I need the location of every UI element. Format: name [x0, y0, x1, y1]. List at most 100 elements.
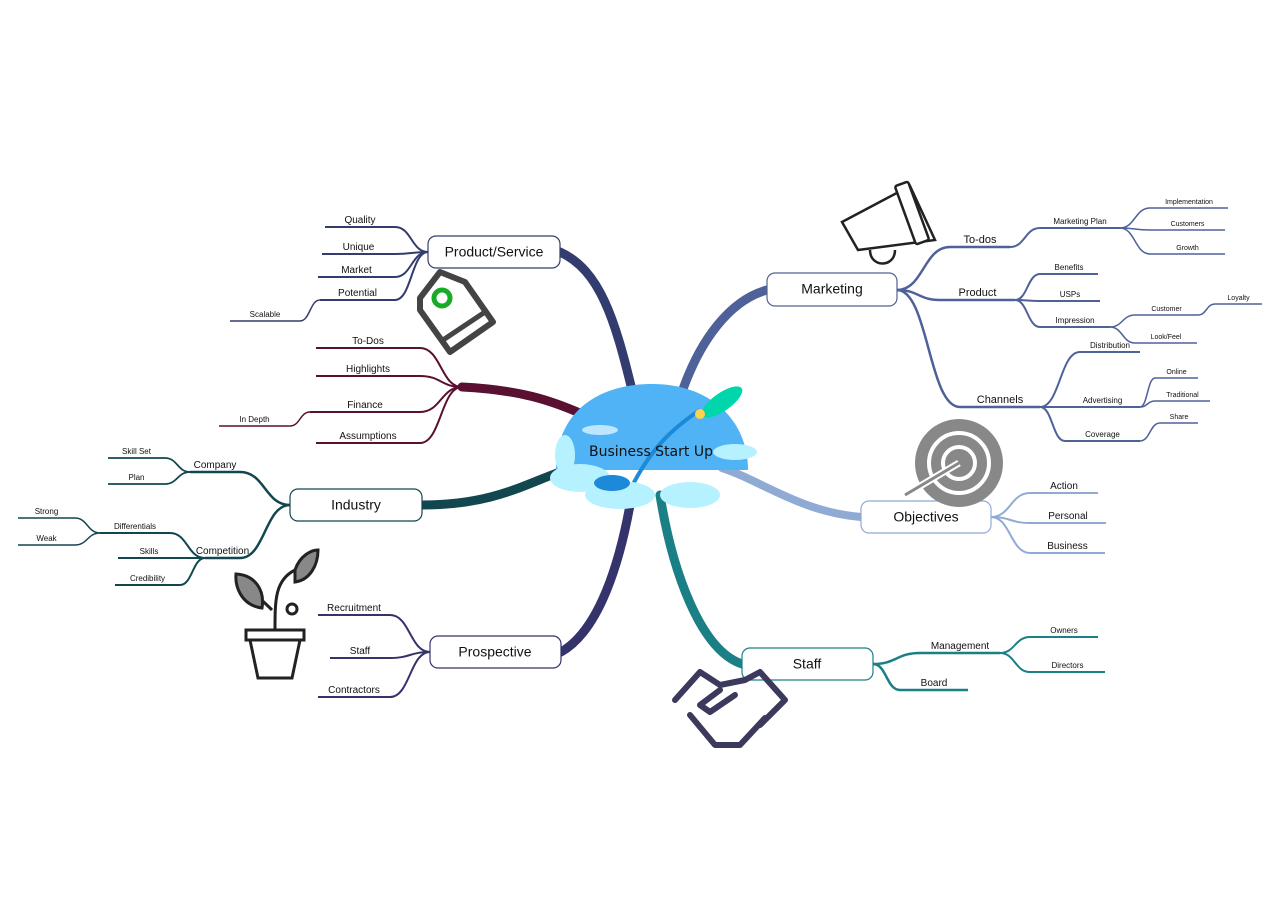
- topic-objectives[interactable]: Objectives: [860, 500, 992, 534]
- branch-line: [1039, 351, 1140, 408]
- subtopic-label[interactable]: Management: [931, 641, 990, 652]
- subtopic-label[interactable]: Scalable: [250, 310, 281, 319]
- subtopic-label[interactable]: Customer: [1151, 306, 1182, 313]
- branch-line: [1014, 273, 1098, 301]
- subtopic-label[interactable]: Finance: [347, 400, 383, 411]
- subtopic-label[interactable]: Loyalty: [1227, 295, 1250, 302]
- subtopic-label[interactable]: Distribution: [1090, 341, 1130, 350]
- subtopic-label[interactable]: Benefits: [1055, 263, 1084, 272]
- sky-dome: [556, 384, 748, 470]
- topic-label: Industry: [331, 497, 381, 513]
- subtopic-label[interactable]: Implementation: [1165, 199, 1213, 206]
- branch-line: [108, 457, 191, 473]
- subtopic-label[interactable]: Customers: [1171, 221, 1205, 228]
- subtopic-label[interactable]: Coverage: [1085, 430, 1120, 439]
- subtopic-label[interactable]: Skill Set: [122, 447, 152, 456]
- branch-prospective: [556, 500, 635, 657]
- subtopic-label[interactable]: Channels: [977, 394, 1024, 406]
- branch-line: [190, 470, 291, 507]
- subtopic-label[interactable]: Company: [194, 460, 237, 471]
- subtopic-label[interactable]: Product: [959, 287, 997, 299]
- branch-line: [18, 532, 101, 546]
- subtopic-label[interactable]: Advertising: [1083, 396, 1123, 405]
- handshake-icon: [672, 669, 788, 748]
- branch-line: [1009, 227, 1120, 248]
- subtopic-label[interactable]: Action: [1050, 481, 1078, 492]
- subtopic-label[interactable]: To-Dos: [352, 336, 384, 347]
- branch-line: [999, 636, 1098, 654]
- branch-line: [230, 299, 321, 322]
- subtopic-label[interactable]: Growth: [1176, 245, 1199, 252]
- branch-line: [320, 251, 429, 301]
- subtopic-label[interactable]: Credibility: [130, 574, 165, 583]
- subtopic-label[interactable]: Marketing Plan: [1053, 217, 1106, 226]
- subtopic-label[interactable]: Strong: [35, 507, 59, 516]
- subtopic-label[interactable]: Staff: [350, 646, 371, 657]
- branch-line: [872, 662, 968, 692]
- subtopic-label[interactable]: Potential: [338, 288, 377, 299]
- branch-line: [1119, 227, 1225, 255]
- branch-line: [1014, 299, 1100, 302]
- branch-line: [990, 516, 1105, 554]
- subtopic-label[interactable]: Competition: [196, 546, 249, 557]
- branch-line: [990, 492, 1098, 518]
- branch-line: [1197, 303, 1262, 316]
- branch-line: [1119, 207, 1228, 229]
- subtopic-label[interactable]: Business: [1047, 541, 1088, 552]
- subtopic-label[interactable]: Contractors: [328, 685, 380, 696]
- branch-line: [1109, 314, 1198, 328]
- topic-label: Objectives: [893, 509, 958, 525]
- branch-line: [896, 245, 1010, 292]
- topic-marketing[interactable]: Marketing: [766, 272, 898, 307]
- subtopic-label[interactable]: Unique: [343, 242, 375, 253]
- topic-label: Prospective: [458, 644, 531, 660]
- branch-line: [325, 226, 429, 253]
- leaf-branches: QualityUniqueMarketPotentialScalableTo-D…: [18, 199, 1262, 698]
- subtopic-label[interactable]: Owners: [1050, 626, 1078, 635]
- subtopic-label[interactable]: Traditional: [1166, 392, 1199, 399]
- megaphone-icon: [840, 180, 937, 265]
- dark-clouds: [594, 475, 630, 491]
- subtopic-label[interactable]: Skills: [140, 547, 159, 556]
- topic-staff[interactable]: Staff: [741, 647, 874, 681]
- branch-line: [1139, 422, 1198, 442]
- topic-label: Staff: [793, 656, 822, 672]
- branch-line: [318, 614, 431, 653]
- subtopic-label[interactable]: USPs: [1060, 290, 1080, 299]
- branch-line: [318, 651, 431, 698]
- branch-line: [1139, 400, 1210, 408]
- subtopic-label[interactable]: Recruitment: [327, 603, 381, 614]
- branch-line: [18, 517, 101, 534]
- subtopic-label[interactable]: Differentials: [114, 522, 156, 531]
- branch-line: [1014, 299, 1110, 328]
- subtopic-label[interactable]: Highlights: [346, 364, 390, 375]
- topic-label: Marketing: [801, 281, 862, 297]
- subtopic-label[interactable]: Board: [921, 678, 948, 689]
- subtopic-label[interactable]: Directors: [1051, 661, 1083, 670]
- subtopic-label[interactable]: Market: [341, 265, 372, 276]
- subtopic-label[interactable]: To-dos: [963, 234, 997, 246]
- subtopic-label[interactable]: Impression: [1055, 316, 1094, 325]
- subtopic-label[interactable]: Share: [1170, 414, 1189, 421]
- branch-line: [205, 503, 291, 560]
- cloud: [582, 425, 618, 435]
- central-topic[interactable]: Business Start Up: [550, 381, 757, 509]
- branch-line: [999, 652, 1105, 673]
- subtopic-label[interactable]: Online: [1166, 369, 1186, 376]
- subtopic-label[interactable]: Weak: [36, 534, 57, 543]
- topic-industry[interactable]: Industry: [289, 488, 423, 522]
- subtopic-label[interactable]: Assumptions: [339, 431, 396, 442]
- subtopic-label[interactable]: Plan: [128, 473, 144, 482]
- branch-staff: [655, 490, 747, 669]
- subtopic-label[interactable]: In Depth: [239, 415, 269, 424]
- topic-product-service[interactable]: Product/Service: [427, 235, 561, 269]
- subtopic-label[interactable]: Look/Feel: [1151, 334, 1182, 341]
- branch-line: [108, 471, 191, 485]
- branch-line: [1109, 326, 1197, 344]
- branch-objectives: [718, 464, 865, 521]
- subtopic-label[interactable]: Personal: [1048, 511, 1087, 522]
- topic-prospective[interactable]: Prospective: [429, 635, 562, 669]
- subtopic-label[interactable]: Quality: [344, 215, 375, 226]
- branch-todos: [457, 382, 587, 419]
